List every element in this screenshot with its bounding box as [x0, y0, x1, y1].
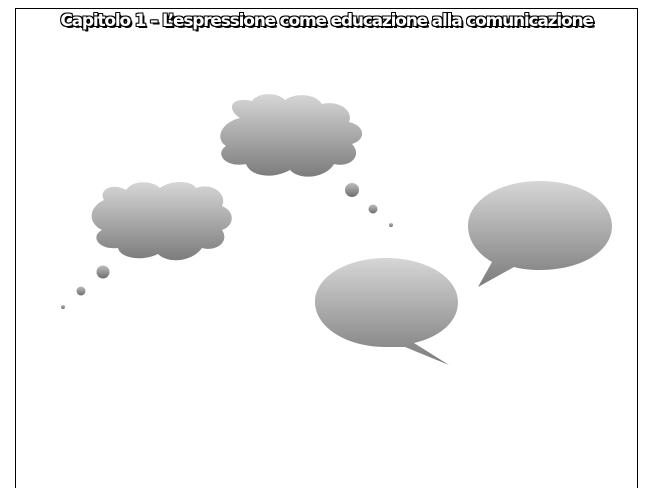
thought-cloud-top	[220, 94, 393, 227]
thought-dot-large	[345, 183, 359, 197]
thought-dot-small	[61, 305, 65, 309]
thought-dot-medium	[368, 204, 378, 214]
speech-bubble-right	[468, 181, 612, 287]
thought-dot-small	[389, 223, 393, 227]
thought-cloud-left	[61, 182, 232, 309]
thought-dot-medium	[76, 286, 86, 296]
speech-bubble-center	[315, 258, 458, 365]
slide-title: Capitolo 1 – L’espressione come educazio…	[60, 11, 594, 31]
thought-dot-large	[96, 265, 110, 279]
